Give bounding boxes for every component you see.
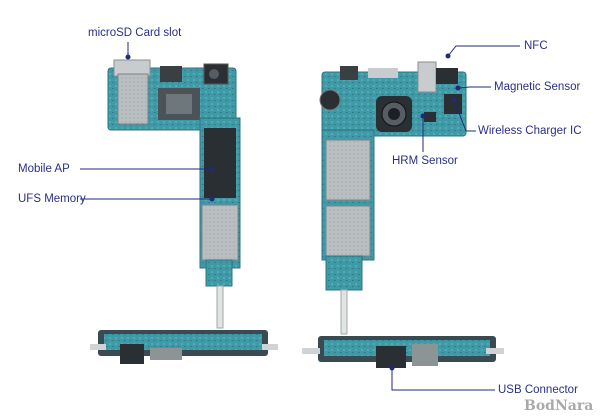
label-mobile-ap: Mobile AP [18,163,70,175]
dot-ufs [209,196,215,202]
dot-mobile-ap [209,166,215,172]
dot-magnetic [455,85,461,91]
nfc-chip [436,68,458,84]
left-board-bottom-tab [205,259,233,287]
sim-card-shield [117,73,149,125]
ufs-memory-shield [201,204,239,261]
dot-nfc [445,53,451,59]
leader-dots [125,53,461,371]
camera-lens-inner [388,108,400,120]
sim-contacts [368,68,398,78]
camera-connector [160,66,182,82]
hrm-sensor-chip [424,112,436,122]
dot-usb [389,365,395,371]
leader-lines [80,42,520,391]
right-key-pad-front [486,348,504,354]
leader-nfc [447,45,520,57]
right-board-bottom-tab [325,255,363,291]
ic-chip [166,94,192,114]
dot-microsd [125,54,131,60]
usb-connector [376,346,406,368]
audio-jack [412,344,438,366]
right-bottom-pcb [324,340,490,356]
label-usb-connector: USB Connector [498,384,578,396]
shield-can-upper [325,139,371,201]
left-usb-port [150,348,182,360]
right-board [302,61,504,368]
label-hrm-sensor: HRM Sensor [392,155,458,167]
leader-wireless [453,99,476,132]
front-camera-lens [209,69,219,79]
label-nfc: NFC [524,40,548,52]
left-board [90,59,278,364]
watermark-logo: BodNara [524,398,594,414]
mobile-ap-chip [204,128,236,198]
wireless-charger-chip [444,94,462,114]
shield-can-lower [325,205,371,257]
label-magnetic-sensor: Magnetic Sensor [494,81,581,93]
leader-usb [391,368,495,391]
dot-wireless [451,97,457,103]
right-flex-cable [340,289,348,335]
left-bottom-connector [120,344,144,364]
label-microsd-card-slot: microSD Card slot [88,27,182,39]
right-key-pad [262,344,278,350]
leader-magnetic [457,86,491,89]
label-ufs-memory: UFS Memory [18,193,86,205]
label-wireless-charger-ic: Wireless Charger IC [478,125,582,137]
top-connector [340,66,358,80]
round-module [319,89,341,111]
left-flex-cable [216,285,224,329]
nfc-module [417,61,437,93]
left-key-pad-front [302,348,320,354]
dot-hrm [420,113,426,119]
left-key-pad [90,344,106,350]
